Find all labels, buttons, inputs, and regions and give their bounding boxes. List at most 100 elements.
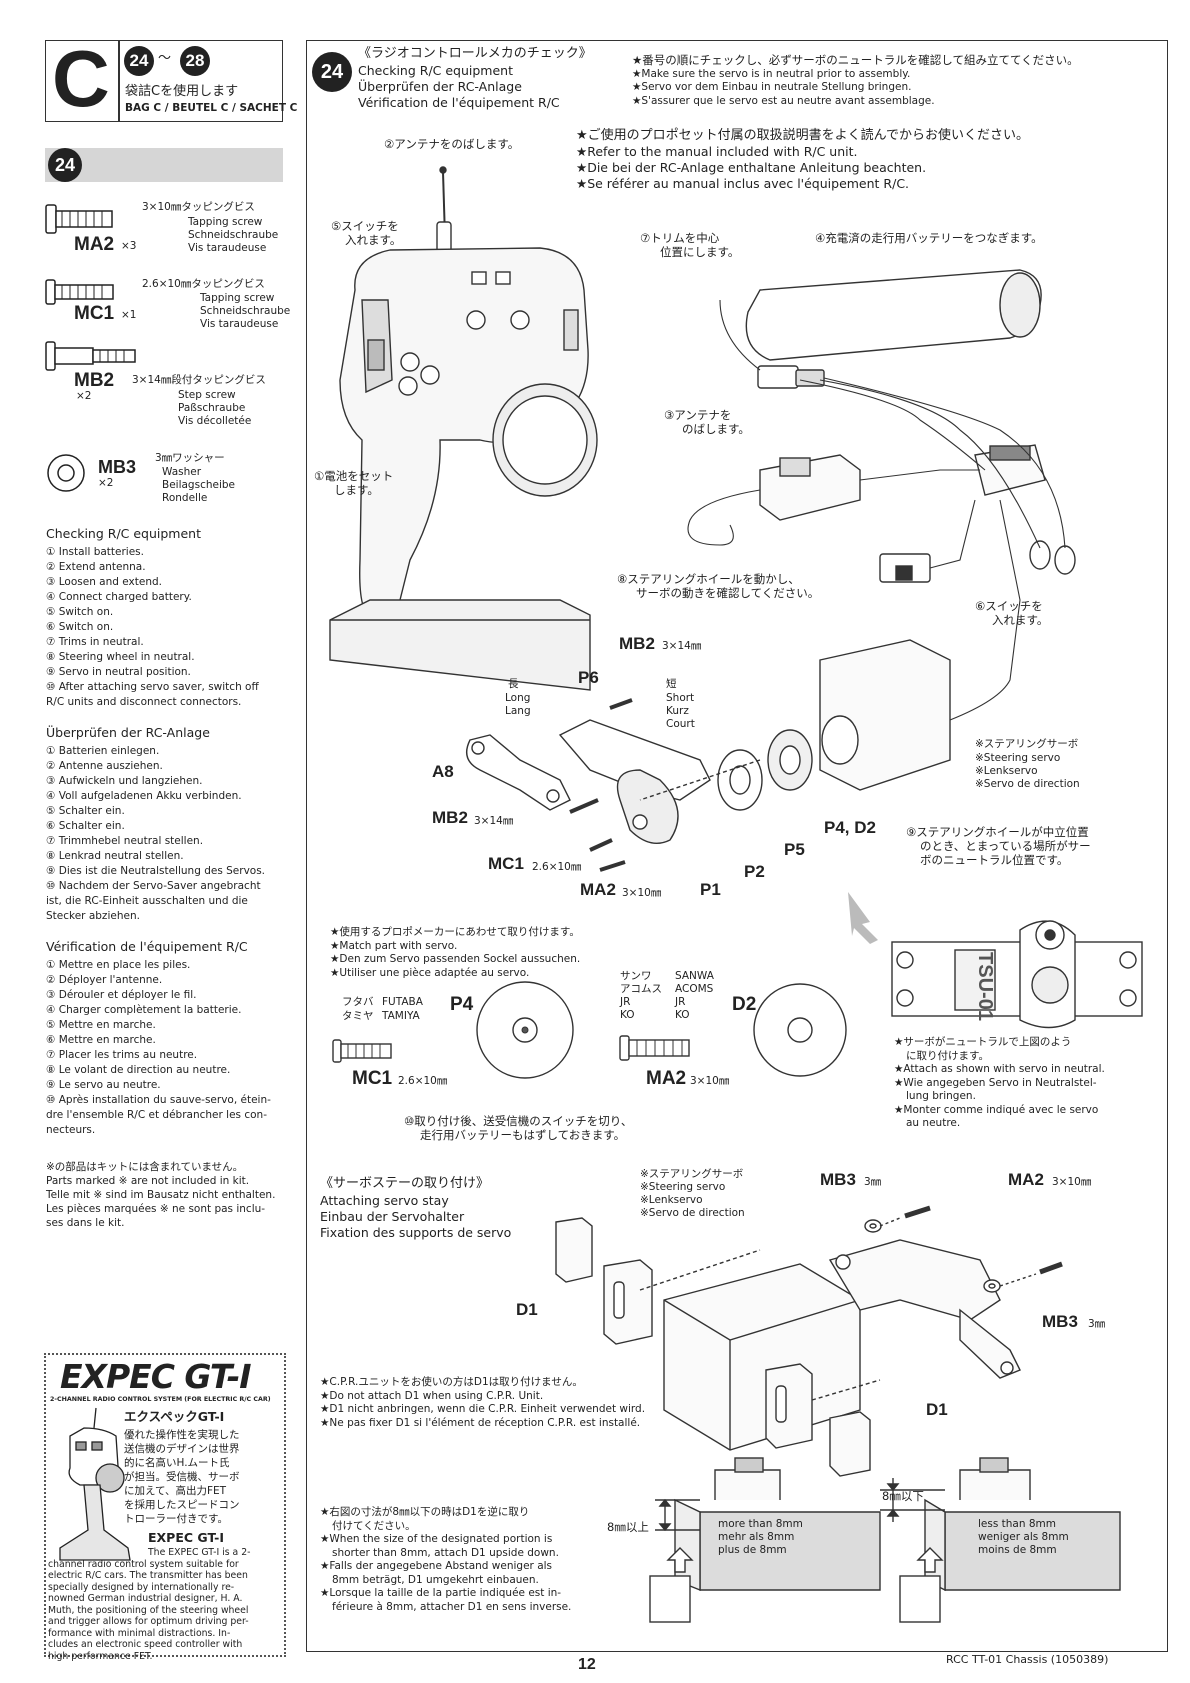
callout-9-line: のとき、とまっている場所がサー [920, 839, 1091, 853]
promo-jp-line: が担当。受信機、サーボ [124, 1471, 240, 1483]
note-line: ★S'assurer que le servo est au neutre av… [632, 94, 935, 107]
promo-en-line: electric R/C cars. The transmitter has b… [48, 1570, 248, 1581]
list-item: dre l'ensemble R/C et débrancher les con… [46, 1109, 267, 1121]
label-short-jp: 短 [666, 678, 677, 690]
stay-mb3-top: MB3 [820, 1170, 856, 1189]
stay-mb3-bottom: MB3 [1042, 1312, 1078, 1331]
promo-jp-line: 優れた操作性を実現した [124, 1429, 240, 1441]
promo-en-line: The EXPEC GT-I is a 2- [148, 1547, 251, 1558]
promo-en-line: and trigger allows for optimum driving p… [48, 1616, 249, 1627]
list-item: ⑦ Trimmhebel neutral stellen. [46, 835, 204, 847]
brand-sanwa-jp: サンワ [620, 970, 652, 982]
note-line: ★Servo vor dem Einbau in neutrale Stellu… [632, 81, 912, 93]
neutral-note: ★サーボがニュートラルで上図のよう に取り付けます。 ★Attach as sh… [894, 1036, 1105, 1131]
part-mb3-de: Beilagscheibe [162, 479, 235, 491]
promo-jp-line: 送信機のデザインは世界 [124, 1443, 240, 1455]
list-item: ⑩ Après installation du sauve-servo, éte… [46, 1094, 271, 1106]
check-de-title: Überprüfen der RC-Anlage [46, 725, 210, 740]
label-a8: A8 [432, 762, 454, 781]
promo-subtitle: 2-CHANNEL RADIO CONTROL SYSTEM (FOR ELEC… [50, 1396, 271, 1403]
step-bar [45, 148, 283, 182]
brand-futaba: FUTABA [382, 996, 423, 1008]
promo-en-line: nowned German industrial designer, H. A. [48, 1593, 243, 1604]
part-mc1-de: Schneidschraube [200, 305, 291, 317]
note-line: shorter than 8mm, attach D1 upside down. [332, 1546, 559, 1559]
promo-en-line: Muth, the positioning of the steering wh… [48, 1604, 249, 1616]
stay-title-de: Einbau der Servohalter [320, 1209, 465, 1224]
label-d2: D2 [732, 994, 757, 1015]
note-line: に取り付けます。 [906, 1049, 989, 1062]
stay-d1-left: D1 [516, 1300, 538, 1319]
main-panel [306, 40, 1168, 1652]
note-line: ★Monter comme indiqué avec le servo [894, 1103, 1099, 1116]
list-item: ② Déployer l'antenne. [46, 974, 163, 986]
dim-below-label: 8㎜以下 [882, 1489, 924, 1503]
part-mc1-qty: ×1 [121, 309, 137, 321]
brand-ko-jp: KO [620, 1009, 635, 1021]
callout-5b: 入れます。 [345, 233, 402, 247]
dim-text: plus de 8mm [718, 1544, 787, 1556]
list-item: ⑧ Le volant de direction au neutre. [46, 1064, 231, 1076]
step-badge-main: 24 [312, 52, 352, 92]
list-item: ③ Loosen and extend. [46, 576, 163, 588]
servo-label-en: ※Steering servo [975, 752, 1061, 764]
servo-label-fr: ※Servo de direction [975, 778, 1080, 790]
dim-above-box: more than 8mm mehr als 8mm plus de 8mm [718, 1518, 803, 1557]
dim-text: less than 8mm [978, 1518, 1056, 1530]
callout-8b: サーボの動きを確認してください。 [636, 586, 820, 600]
callout-1b: します。 [334, 483, 379, 497]
note-line: 8mm beträgt, D1 umgekehrt einbauen. [332, 1573, 539, 1586]
note-line: ★Die bei der RC-Anlage enthaltane Anleit… [576, 160, 927, 175]
callout-5a: ⑤スイッチを [331, 219, 399, 233]
promo-jp-title: エクスペックGT-I [124, 1409, 225, 1424]
part-mb3-qty: ×2 [98, 477, 114, 489]
promo-box [44, 1353, 286, 1657]
list-item: ⑦ Trims in neutral. [46, 636, 144, 648]
note-line: Telle mit ※ sind im Bausatz nicht enthal… [46, 1189, 276, 1201]
bag-divider [118, 40, 120, 121]
bag-jp: 袋詰Cを使用します [125, 84, 239, 99]
page-number: 12 [578, 1656, 596, 1673]
list-item: ③ Aufwickeln und langziehen. [46, 775, 203, 787]
bag-letter: C [52, 34, 110, 123]
label-ma2: MA2 [580, 880, 616, 899]
servo-label-de: ※Lenkservo [975, 765, 1038, 777]
check-fr-title: Vérification de l'équipement R/C [46, 939, 248, 954]
cpr-note: ★C.P.R.ユニットをお使いの方はD1は取り付けません。 ★Do not at… [320, 1376, 645, 1430]
part-mb3-en: Washer [162, 466, 202, 478]
part-mb2-qty: ×2 [76, 390, 92, 402]
promo-en-line: cludes an electronic speed controller wi… [48, 1639, 243, 1650]
list-item: ⑦ Placer les trims au neutre. [46, 1049, 198, 1061]
callout-9-line: ボのニュートラル位置です。 [920, 853, 1069, 867]
list-item: ⑨ Dies ist die Neutralstellung des Servo… [46, 865, 266, 877]
stay-mb3-top-size: 3㎜ [864, 1176, 882, 1188]
part-mb2-de: Paßschraube [178, 402, 246, 414]
label-short-fr: Court [666, 718, 695, 730]
stay-servo-label: ※ステアリングサーボ ※Steering servo ※Lenkservo ※S… [640, 1168, 745, 1220]
note-line: ★番号の順にチェックし、必ずサーボのニュートラルを確認して組み立ててください。 [632, 53, 1079, 67]
list-item: ⑥ Mettre en marche. [46, 1034, 156, 1046]
note-line: ★サーボがニュートラルで上図のよう [894, 1036, 1072, 1048]
brand-acoms-jp: アコムス [620, 983, 662, 995]
step10-note: ⑩取り付け後、送受信機のスイッチを切り、 走行用バッテリーもはずしておきます。 [404, 1114, 632, 1142]
label-long-jp: 長 [508, 678, 519, 690]
servo-label-jp: ※ステアリングサーボ [975, 738, 1079, 750]
brand-tamiya: TAMIYA [382, 1010, 420, 1022]
list-item: ⑧ Steering wheel in neutral. [46, 651, 195, 663]
label-long-en: Long [505, 692, 531, 704]
step10-line: ⑩取り付け後、送受信機のスイッチを切り、 [404, 1114, 633, 1128]
label-long-de: Lang [505, 705, 531, 717]
list-item: ① Mettre en place les piles. [46, 959, 191, 971]
promo-en-line: high performance FET. [48, 1650, 153, 1662]
list-item: ③ Dérouler et déployer le fil. [46, 989, 197, 1001]
note-line: au neutre. [906, 1117, 961, 1129]
match-ma2: MA2 [646, 1068, 687, 1089]
list-item: ⑥ Schalter ein. [46, 820, 125, 832]
label-mc1: MC1 [488, 854, 524, 873]
promo-logo: EXPEC GT-I [60, 1357, 252, 1396]
callout-3a: ③アンテナを [664, 408, 732, 422]
list-item: ⑤ Mettre en marche. [46, 1019, 156, 1031]
horn-model-text: TSU-01 [973, 952, 996, 1021]
callout-3b: のばします。 [682, 422, 750, 436]
title-fr: Vérification de l'équipement R/C [358, 95, 560, 110]
